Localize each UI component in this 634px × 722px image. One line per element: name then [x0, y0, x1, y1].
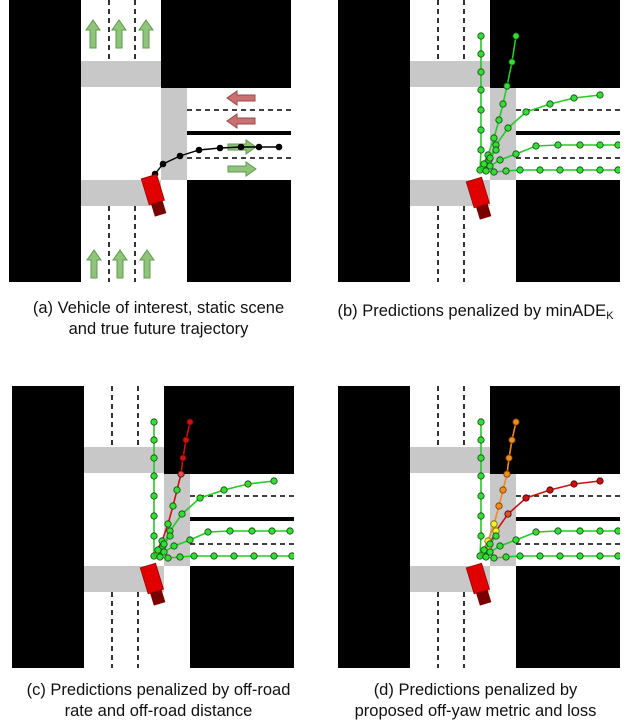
caption-b-subscript: K	[606, 310, 614, 322]
predicted-trajectories	[476, 418, 620, 562]
caption-d-line2: proposed off-yaw metric and loss	[354, 702, 597, 720]
ground-truth-trajectory	[151, 143, 283, 178]
arrow-right-icon	[227, 161, 257, 177]
vehicle-of-interest	[139, 562, 166, 606]
scene-a	[9, 0, 291, 282]
vehicle-of-interest	[140, 173, 167, 217]
panel-b-minade	[338, 0, 620, 282]
static-scene	[338, 0, 620, 282]
vehicle-of-interest	[465, 562, 492, 606]
caption-a-line2: and true future trajectory	[68, 320, 249, 338]
panel-c-offroad	[12, 386, 294, 668]
panel-a-scene	[9, 0, 291, 282]
arrow-up-icon	[138, 19, 154, 49]
scene-c	[12, 386, 294, 668]
panel-d-offyaw	[338, 386, 620, 668]
predicted-trajectories	[150, 418, 294, 562]
caption-d-line1: (d) Predictions penalized by	[373, 681, 578, 699]
scene-b	[338, 0, 620, 282]
arrow-up-icon	[85, 19, 101, 49]
caption-a-line1: (a) Vehicle of interest, static scene	[32, 299, 285, 317]
caption-c: (c) Predictions penalized by off-road ra…	[0, 680, 317, 722]
arrow-left-icon	[226, 90, 256, 106]
predicted-trajectories	[476, 32, 620, 176]
caption-c-line1: (c) Predictions penalized by off-road	[26, 681, 291, 699]
caption-b: (b) Predictions penalized by minADEK	[317, 301, 634, 322]
caption-b-text: (b) Predictions penalized by minADE	[337, 302, 607, 320]
caption-d: (d) Predictions penalized by proposed of…	[317, 680, 634, 722]
arrow-up-icon	[111, 19, 127, 49]
static-scene	[9, 0, 291, 282]
static-scene	[12, 386, 294, 668]
arrow-up-icon	[86, 249, 102, 279]
caption-a: (a) Vehicle of interest, static scene an…	[0, 298, 317, 340]
arrow-left-icon	[226, 113, 256, 129]
lane-arrows	[85, 19, 257, 279]
arrow-up-icon	[112, 249, 128, 279]
arrow-up-icon	[139, 249, 155, 279]
static-scene	[338, 386, 620, 668]
vehicle-of-interest	[465, 176, 492, 220]
caption-c-line2: rate and off-road distance	[64, 702, 253, 720]
caption-b-line1: (b) Predictions penalized by minADEK	[317, 301, 634, 322]
scene-d	[338, 386, 620, 668]
